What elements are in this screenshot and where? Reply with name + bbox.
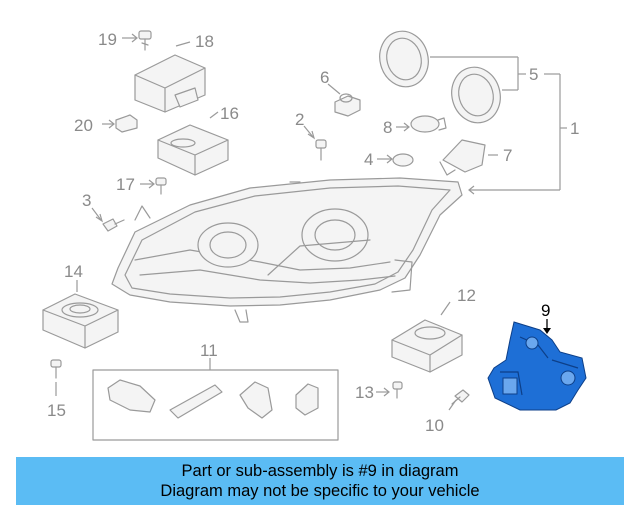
- part-12-control-unit: [391, 301, 463, 373]
- callout-16: 16: [220, 104, 239, 123]
- banner-line-1: Part or sub-assembly is #9 in diagram: [181, 462, 459, 480]
- part-16-ballast: [157, 111, 229, 176]
- part-7-socket: [439, 139, 498, 176]
- part-9-bracket-highlight: [487, 319, 587, 411]
- part-14-control-unit: [42, 280, 119, 349]
- parts-diagram: 19 18 20 16 17 3 14 15 2 6 4 8 7 5 1 12 …: [42, 30, 587, 441]
- part-1-headlamp-assembly: [111, 177, 463, 323]
- callout-6: 6: [320, 68, 329, 87]
- part-8-bulb: [396, 115, 447, 133]
- callout-10: 10: [425, 416, 444, 435]
- callout-5: 5: [529, 65, 538, 84]
- part-3-screw: [91, 207, 125, 232]
- callout-9: 9: [541, 301, 550, 320]
- callout-12: 12: [457, 286, 476, 305]
- part-18-control-module: [134, 41, 206, 113]
- part-11-repair-kit: [92, 358, 339, 441]
- part-19-screw: [122, 30, 152, 51]
- callout-1: 1: [570, 119, 579, 138]
- callout-11: 11: [200, 341, 218, 360]
- banner-line-2: Diagram may not be specific to your vehi…: [160, 482, 480, 500]
- part-6-bulb: [327, 83, 361, 117]
- callout-2: 2: [295, 110, 304, 129]
- callout-13: 13: [355, 383, 374, 402]
- info-banner: Part or sub-assembly is #9 in diagram Di…: [16, 457, 624, 505]
- part-1-leader: [468, 73, 567, 195]
- callout-18: 18: [195, 32, 214, 51]
- callout-3: 3: [82, 191, 91, 210]
- part-5-covers: [379, 30, 526, 124]
- part-20-bracket: [102, 114, 138, 133]
- callout-20: 20: [74, 116, 93, 135]
- part-15-screw: [50, 359, 62, 396]
- part-13-screw: [376, 381, 403, 399]
- callout-15: 15: [47, 401, 66, 420]
- part-10-screw: [448, 389, 470, 411]
- callout-4: 4: [364, 150, 373, 169]
- callout-8: 8: [383, 118, 392, 137]
- part-4-cap: [377, 153, 414, 167]
- callout-7: 7: [503, 146, 512, 165]
- part-2-screw: [303, 125, 327, 161]
- callout-19: 19: [98, 30, 117, 49]
- callout-17: 17: [116, 175, 135, 194]
- part-17-screw: [140, 177, 167, 195]
- callout-14: 14: [64, 262, 83, 281]
